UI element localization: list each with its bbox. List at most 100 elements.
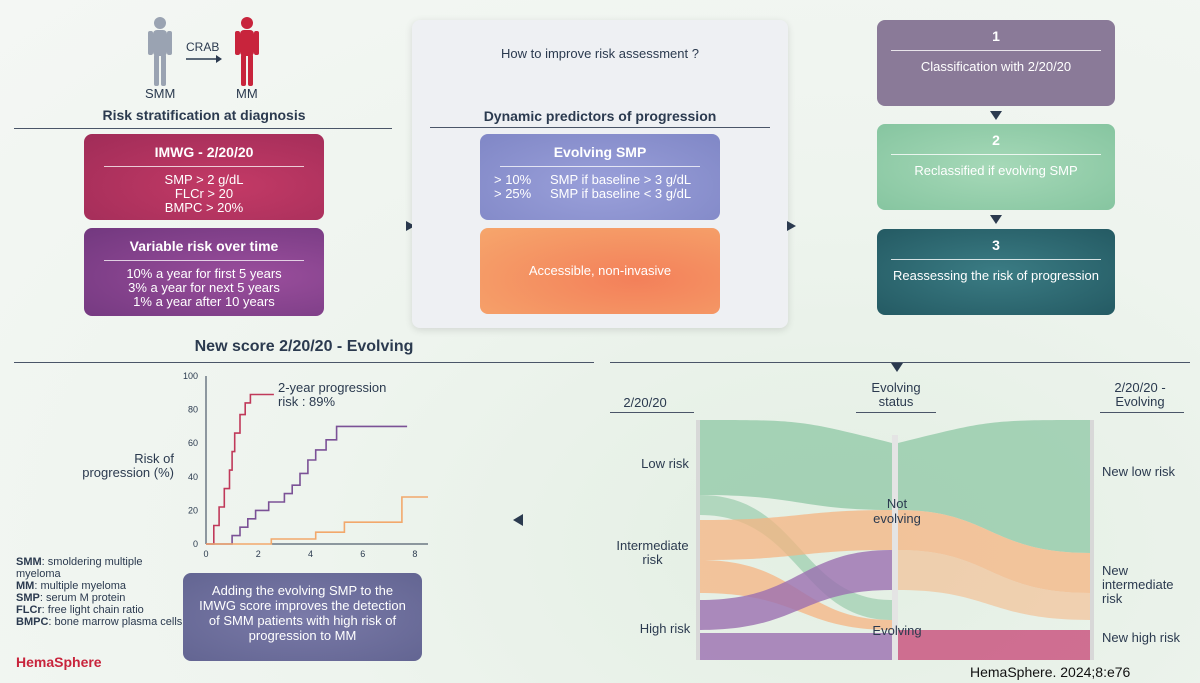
y-tick-label: 60 [188, 438, 198, 448]
imwg-box: IMWG - 2/20/20 SMP > 2 g/dL FLCr > 20 BM… [84, 134, 324, 220]
variable-risk-line: 1% a year after 10 years [133, 294, 275, 309]
sankey-mid-label: Evolving [872, 623, 922, 638]
arrow-down-icon [990, 215, 1002, 224]
accessible-box: Accessible, non-invasive [480, 228, 720, 314]
crab-arrow-icon [186, 55, 222, 63]
sankey-right-label: New low risk [1102, 464, 1175, 479]
divider [430, 127, 770, 128]
sankey-left-label: Low risk [641, 456, 689, 471]
hemasphere-logo: HemaSphere [16, 654, 102, 670]
step-3-box: 3 Reassessing the risk of progression [877, 229, 1115, 315]
legend-abbr: SMM [16, 556, 42, 568]
sankey-col3-header: 2/20/20 - Evolving [1114, 380, 1166, 409]
step-2-box: 2 Reclassified if evolving SMP [877, 124, 1115, 210]
arrow-right-icon [787, 221, 796, 231]
imwg-title: IMWG - 2/20/20 [154, 144, 254, 160]
summary-box: Adding the evolving SMP to the IMWG scor… [183, 573, 422, 661]
km-series-line [206, 425, 408, 545]
divider [104, 166, 304, 167]
variable-risk-title: Variable risk over time [129, 238, 279, 254]
imwg-line: BMPC > 20% [164, 200, 244, 215]
variable-risk-line: 10% a year for first 5 years [126, 266, 282, 281]
smm-label: SMM [145, 86, 176, 101]
legend-item: BMPC: bone marrow plasma cells [16, 616, 186, 628]
legend-abbr: BMPC [16, 616, 49, 628]
sankey-right-label: New high risk [1102, 630, 1181, 645]
question-text: How to improve risk assessment ? [501, 46, 699, 61]
evolving-text: SMP if baseline < 3 g/dL [550, 186, 692, 201]
summary-text: Adding the evolving SMP to the IMWG scor… [199, 583, 406, 643]
dynamic-predictors-heading: Dynamic predictors of progression [483, 108, 717, 124]
divider [610, 412, 694, 413]
y-axis-label: Risk of progression (%) [82, 451, 174, 480]
citation: HemaSphere. 2024;8:e76 [970, 664, 1131, 680]
arrow-right-icon [406, 221, 415, 231]
y-tick-label: 40 [188, 472, 198, 482]
sankey-diagram [696, 420, 1094, 660]
x-tick-label: 8 [412, 549, 417, 559]
legend-text: : bone marrow plasma cells [48, 616, 183, 628]
legend-text: : smoldering multiple myeloma [16, 556, 143, 580]
legend-text: : serum M protein [39, 592, 126, 604]
imwg-line: FLCr > 20 [174, 186, 234, 201]
step-number: 1 [992, 28, 1000, 44]
sankey-left-label: Intermediate risk [616, 538, 689, 567]
sankey-flow [898, 550, 1090, 620]
divider [104, 260, 304, 261]
step-text: Classification with 2/20/20 [920, 59, 1072, 74]
sankey-right-label: New intermediate risk [1102, 563, 1174, 606]
variable-risk-line: 3% a year for next 5 years [128, 280, 280, 295]
divider [14, 362, 594, 363]
step-1-box: 1 Classification with 2/20/20 [877, 20, 1115, 106]
km-series-line [206, 496, 428, 545]
divider [891, 50, 1101, 51]
sankey-flow [898, 510, 1090, 593]
x-tick-label: 4 [308, 549, 313, 559]
divider [891, 154, 1101, 155]
legend-item: MM: multiple myeloma [16, 580, 186, 592]
sankey-mid-label: Not evolving [873, 496, 921, 526]
arrow-left-icon [513, 514, 523, 526]
x-tick-label: 2 [256, 549, 261, 559]
y-tick-label: 0 [193, 539, 198, 549]
step-number: 2 [992, 132, 1000, 148]
legend-text: : multiple myeloma [34, 580, 127, 592]
legend-item: SMM: smoldering multiple myeloma [16, 556, 186, 580]
sankey-left-label: High risk [639, 621, 691, 636]
sankey-col2-header: Evolving status [871, 380, 921, 409]
arrow-down-icon [990, 111, 1002, 120]
sankey-node [1090, 420, 1094, 660]
sankey-flow [700, 510, 892, 560]
legend-abbr: MM [16, 580, 35, 592]
divider [1100, 412, 1184, 413]
sankey-flow [700, 420, 892, 510]
km-series-line [206, 393, 274, 545]
evolving-row: > 10%SMP if baseline > 3 g/dL [480, 173, 720, 187]
legend: SMM: smoldering multiple myeloma MM: mul… [16, 556, 186, 628]
mm-label: MM [236, 86, 258, 101]
step-number: 3 [992, 237, 1000, 253]
sankey-node [892, 435, 898, 660]
y-tick-label: 20 [188, 505, 198, 515]
smm-figure-icon [148, 17, 172, 86]
sankey-flow [898, 630, 1090, 660]
legend-abbr: SMP [16, 592, 40, 604]
legend-item: FLCr: free light chain ratio [16, 604, 186, 616]
y-tick-label: 100 [183, 371, 198, 381]
new-score-heading: New score 2/20/20 - Evolving [194, 338, 414, 355]
divider [891, 259, 1101, 260]
sankey-flow [898, 420, 1090, 553]
sankey-col1-header: 2/20/20 [623, 395, 667, 410]
mm-figure-icon [235, 17, 259, 86]
evolving-row: > 25% SMP if baseline < 3 g/dL [480, 187, 720, 201]
center-panel: How to improve risk assessment ? Dynamic… [412, 20, 788, 328]
step-text: Reclassified if evolving SMP [914, 163, 1078, 178]
arrow-down-icon [891, 363, 903, 372]
evolving-pct: > 25% [494, 186, 532, 201]
divider [856, 412, 936, 413]
legend-text: : free light chain ratio [41, 604, 144, 616]
sankey-flow [700, 633, 892, 660]
sankey-node [696, 420, 700, 660]
legend-abbr: FLCr [16, 604, 42, 616]
